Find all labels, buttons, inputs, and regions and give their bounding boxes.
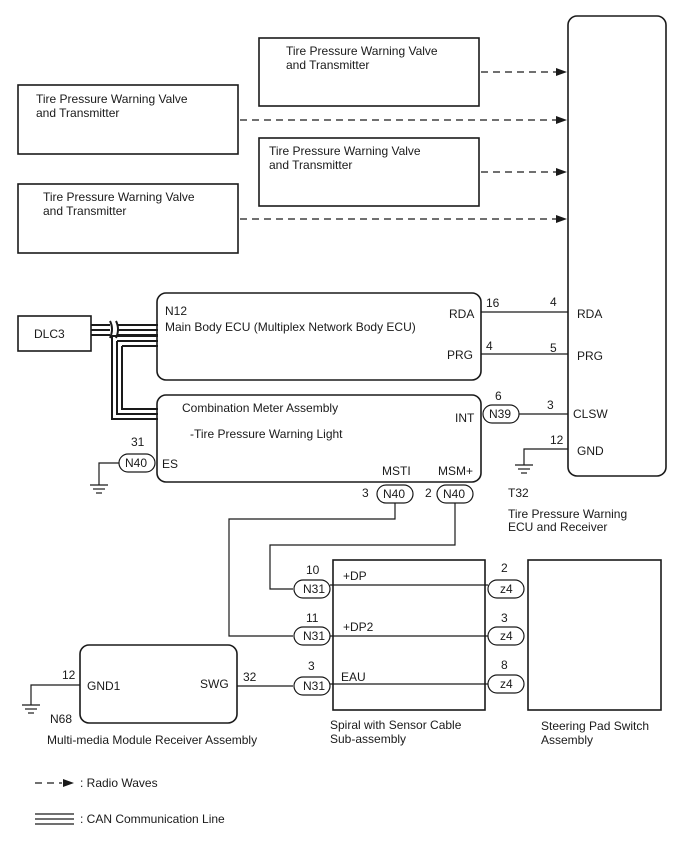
transmitter-3-line1: Tire Pressure Warning Valve (269, 144, 421, 158)
receiver-code: T32 (508, 486, 529, 500)
transmitter-2: Tire Pressure Warning Valve and Transmit… (17, 84, 239, 155)
legend-can-line: : CAN Communication Line (80, 812, 225, 826)
receiver-box (567, 15, 667, 477)
receiver-name-line1: Tire Pressure Warning (508, 507, 627, 521)
steering-signal-wires (228, 503, 456, 687)
rda-pin-ecu: 16 (486, 296, 500, 310)
multimedia-swg-label: SWG (200, 677, 229, 691)
receiver-prg-label: PRG (577, 349, 603, 363)
multimedia-gnd1-label: GND1 (87, 679, 121, 693)
n31-eau-label: N31 (303, 679, 325, 693)
receiver-labels: RDA PRG CLSW GND 12 T32 Tire Pressure Wa… (508, 307, 627, 534)
es-ground: N40 31 (90, 435, 156, 494)
receiver-gnd-label: GND (577, 444, 604, 458)
spiral-eau-label: EAU (341, 670, 366, 684)
spiral-cable: Spiral with Sensor Cable Sub-assembly +D… (330, 559, 486, 746)
transmitter-4-line1: Tire Pressure Warning Valve (43, 190, 195, 204)
combination-meter-int-label: INT (455, 411, 475, 425)
n31-dp2-pin: 11 (306, 611, 319, 625)
transmitter-1-line1: Tire Pressure Warning Valve (286, 44, 438, 58)
rda-pin-receiver: 4 (550, 295, 557, 309)
es-pin: 31 (131, 435, 145, 449)
z4-connector-2 (487, 626, 525, 646)
msti-pin: 3 (362, 486, 369, 500)
z4-connector-2-label: z4 (500, 629, 513, 643)
multimedia-ground (22, 684, 80, 714)
transmitter-1: Tire Pressure Warning Valve and Transmit… (258, 37, 480, 107)
n31-dp-pin: 10 (306, 563, 320, 577)
msti-connector-label: N40 (383, 487, 405, 501)
multimedia-gnd1-pin: 12 (62, 668, 76, 682)
dlc3: DLC3 (17, 315, 92, 352)
msm-pin: 2 (425, 486, 432, 500)
msm-connector-label: N40 (443, 487, 465, 501)
z4-pin-3: 8 (501, 658, 508, 672)
multimedia-swg-pin: 32 (243, 670, 257, 684)
combination-meter-msm-label: MSM+ (438, 464, 473, 478)
n31-eau-pin: 3 (308, 659, 315, 673)
main-body-ecu: N12 Main Body ECU (Multiplex Network Bod… (156, 292, 482, 381)
steering-switch-name-line1: Steering Pad Switch (541, 719, 649, 733)
z4-pin-1: 2 (501, 561, 508, 575)
spiral-dp2-label: +DP2 (343, 620, 374, 634)
n39-connector-label: N39 (489, 407, 511, 421)
spiral-name-line2: Sub-assembly (330, 732, 406, 746)
receiver-gnd-pin: 12 (550, 433, 564, 447)
es-connector-label: N40 (125, 456, 147, 470)
main-body-ecu-name: Main Body ECU (Multiplex Network Body EC… (165, 320, 416, 334)
combination-meter-es-label: ES (162, 457, 178, 471)
combination-meter-msti-label: MSTI (382, 464, 411, 478)
transmitter-2-line2: and Transmitter (36, 106, 119, 120)
n31-connector-eau (293, 676, 331, 696)
spiral-name-line1: Spiral with Sensor Cable (330, 718, 462, 732)
transmitter-3: Tire Pressure Warning Valve and Transmit… (258, 137, 480, 207)
main-body-ecu-code: N12 (165, 304, 187, 318)
z4-connectors: z4 2 z4 3 z4 8 (487, 561, 525, 694)
spiral-dp-label: +DP (343, 569, 367, 583)
msti-msm-connectors: N40 3 N40 2 (362, 484, 474, 504)
dlc3-label: DLC3 (34, 327, 65, 341)
can-bus (91, 320, 158, 420)
combination-meter: Combination Meter Assembly -Tire Pressur… (156, 394, 482, 483)
n31-dp2-label: N31 (303, 629, 325, 643)
receiver-ground (515, 448, 568, 474)
z4-connector-1-label: z4 (500, 582, 513, 596)
z4-pin-2: 3 (501, 611, 508, 625)
int-clsw-wire: N39 6 3 (482, 389, 568, 424)
prg-pin-ecu: 4 (486, 339, 493, 353)
rda-prg-wires: 16 4 4 5 (481, 295, 568, 355)
transmitter-2-line1: Tire Pressure Warning Valve (36, 92, 188, 106)
combination-meter-sub: -Tire Pressure Warning Light (190, 427, 343, 441)
spiral-internal-wires (330, 584, 488, 685)
n31-dp-label: N31 (303, 582, 325, 596)
prg-pin-receiver: 5 (550, 341, 557, 355)
radio-wave-arrows (240, 68, 567, 223)
legend-radio-waves: : Radio Waves (80, 776, 158, 790)
main-body-ecu-prg-label: PRG (447, 348, 473, 362)
n31-connectors: N31 10 N31 11 N31 3 (293, 563, 331, 696)
multimedia-module: GND1 SWG 12 32 N68 Multi-media Module Re… (47, 644, 257, 747)
z4-connector-3-label: z4 (500, 677, 513, 691)
n31-connector-dp (293, 579, 331, 599)
receiver-rda-label: RDA (577, 307, 602, 321)
steering-switch-name-line2: Assembly (541, 733, 593, 747)
steering-pad-switch: Steering Pad Switch Assembly (527, 559, 662, 747)
transmitter-4: Tire Pressure Warning Valve and Transmit… (17, 183, 239, 254)
main-body-ecu-rda-label: RDA (449, 307, 474, 321)
multimedia-code: N68 (50, 712, 72, 726)
transmitter-3-line2: and Transmitter (269, 158, 352, 172)
combination-meter-name: Combination Meter Assembly (182, 401, 338, 415)
legend: : Radio Waves : CAN Communication Line (35, 776, 225, 826)
int-pin: 6 (495, 389, 502, 403)
z4-connector-1 (487, 579, 525, 599)
z4-connector-3 (487, 674, 525, 694)
clsw-pin: 3 (547, 398, 554, 412)
transmitter-1-line2: and Transmitter (286, 58, 369, 72)
multimedia-name: Multi-media Module Receiver Assembly (47, 733, 257, 747)
transmitter-4-line2: and Transmitter (43, 204, 126, 218)
receiver-clsw-label: CLSW (573, 407, 608, 421)
receiver-name-line2: ECU and Receiver (508, 520, 607, 534)
